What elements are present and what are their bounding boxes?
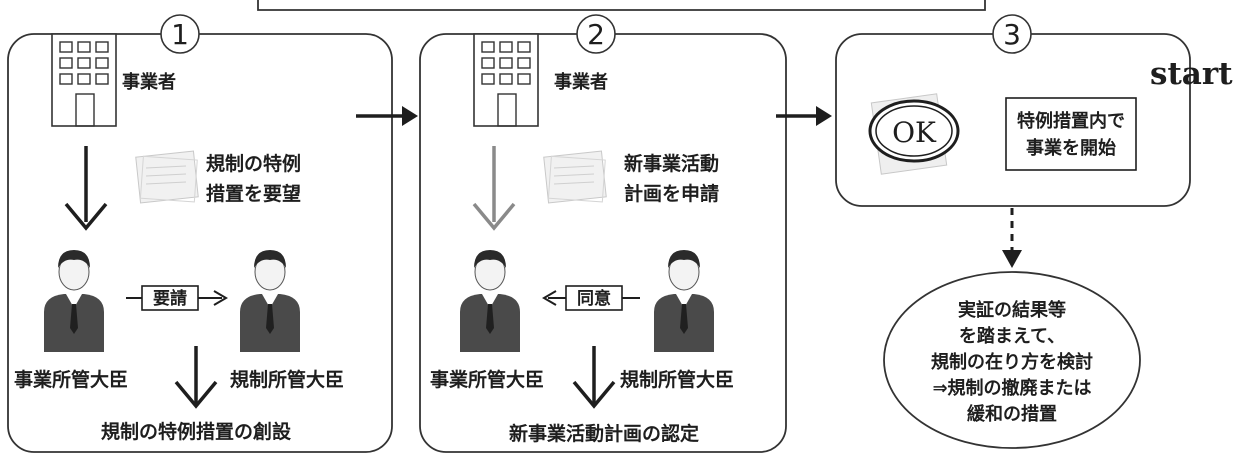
building-icon <box>51 33 117 127</box>
step-2-result-arrow <box>572 380 616 409</box>
step-2-request-line2: 計画を申請 <box>624 182 719 205</box>
step-1-minister-right: 規制所管大臣 <box>230 368 344 391</box>
ok-label: OK <box>892 116 937 149</box>
step-2-action-box <box>565 285 623 311</box>
step-1-number: 1 <box>171 18 189 51</box>
step-1-outcome: 規制の特例措置の創設 <box>101 420 292 443</box>
step-2-request-line1: 新事業活動 <box>624 152 719 175</box>
step-2-business-label: 事業者 <box>554 71 608 93</box>
step-1-request-line1: 規制の特例 <box>206 152 301 175</box>
start-label: start <box>1150 56 1233 92</box>
step-1-business-label: 事業者 <box>122 71 176 93</box>
review-line5: 緩和の措置 <box>967 403 1057 425</box>
step-3-number: 3 <box>1003 18 1021 51</box>
step-1-down-arrow-head <box>64 202 108 231</box>
review-line1: 実証の結果等 <box>958 299 1066 321</box>
document-icon <box>543 150 607 204</box>
building-icon <box>473 33 539 127</box>
step-2-outcome: 新事業活動計画の認定 <box>509 422 699 445</box>
step-1-minister-left: 事業所管大臣 <box>14 368 128 391</box>
step-1-request-line2: 措置を要望 <box>206 182 301 205</box>
top-banner-frame <box>257 0 986 11</box>
step-1-action-box <box>141 285 199 311</box>
step-2-minister-left: 事業所管大臣 <box>430 368 544 391</box>
review-ellipse <box>883 271 1141 449</box>
step-1-badge <box>160 14 200 54</box>
review-line4: ⇒規制の撤廃または <box>932 377 1091 399</box>
step-2-minister-right: 規制所管大臣 <box>620 368 734 391</box>
step-2-badge <box>576 14 616 54</box>
step-1-result-arrow <box>174 380 218 409</box>
step-2-action-label: 同意 <box>577 288 611 309</box>
document-icon <box>135 150 199 204</box>
review-line3: 規制の在り方を検討 <box>931 351 1093 373</box>
step-1-action-label: 要請 <box>153 288 187 309</box>
ok-stamp-icon: OK <box>868 93 960 175</box>
start-box-line1: 特例措置内で <box>1017 110 1125 132</box>
start-business-box <box>1005 97 1137 171</box>
step-2-number: 2 <box>587 18 605 51</box>
step-3-badge <box>992 14 1032 54</box>
review-line2: を踏まえて、 <box>959 325 1065 347</box>
start-box-line2: 事業を開始 <box>1026 137 1116 159</box>
